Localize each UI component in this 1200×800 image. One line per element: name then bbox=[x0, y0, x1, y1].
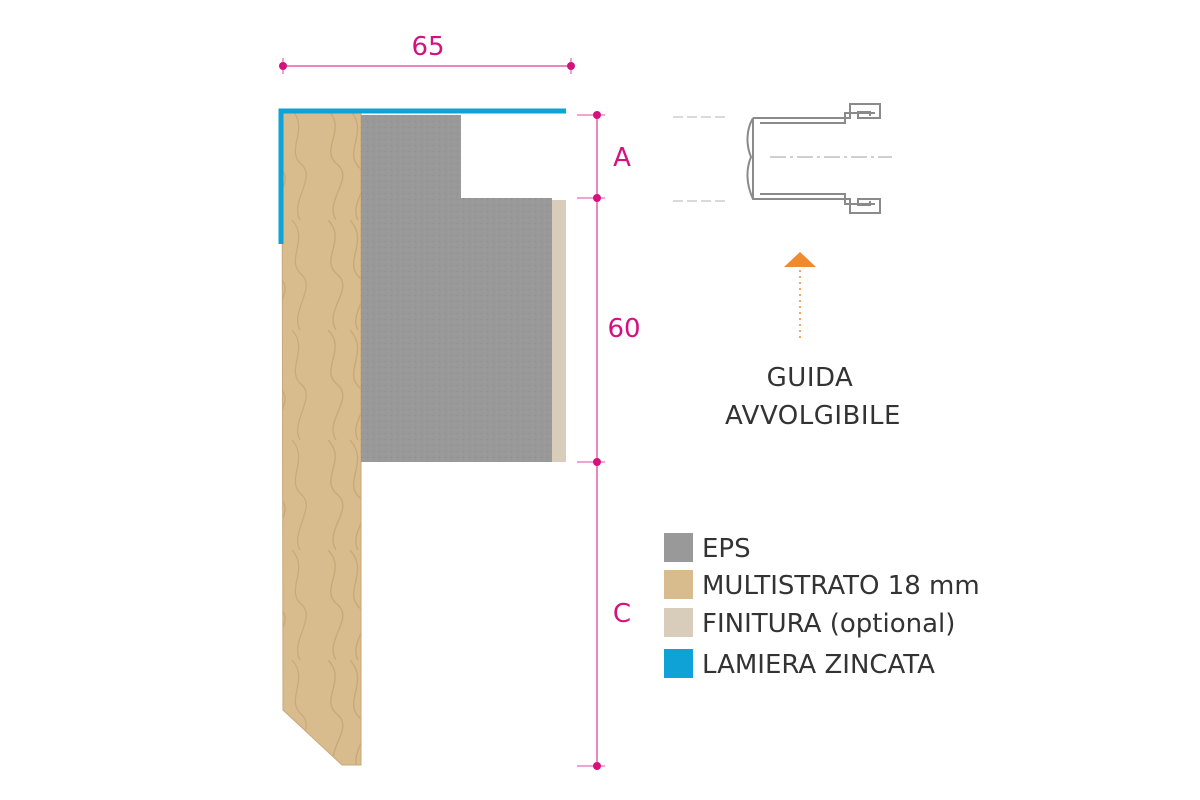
legend-item-lamiera: LAMIERA ZINCATA bbox=[664, 649, 935, 680]
height-dimension: A 60 C bbox=[577, 111, 641, 770]
width-dimension-label: 65 bbox=[411, 32, 444, 62]
guida-profile bbox=[673, 103, 892, 214]
legend-swatch-multistrato bbox=[664, 570, 693, 599]
dimension-60-label: 60 bbox=[607, 314, 640, 344]
legend: EPS MULTISTRATO 18 mm FINITURA (optional… bbox=[664, 533, 980, 680]
legend-label-eps: EPS bbox=[702, 534, 751, 564]
multistrato-panel bbox=[281, 112, 362, 766]
guida-caption-line1: GUIDA bbox=[767, 363, 854, 393]
up-arrow-icon bbox=[784, 252, 816, 342]
dimension-c-label: C bbox=[613, 599, 631, 629]
guida-caption-line2: AVVOLGIBILE bbox=[725, 401, 901, 431]
legend-label-finitura: FINITURA (optional) bbox=[702, 609, 955, 639]
legend-item-finitura: FINITURA (optional) bbox=[664, 608, 955, 639]
legend-item-multistrato: MULTISTRATO 18 mm bbox=[664, 570, 980, 601]
width-dimension: 65 bbox=[279, 32, 575, 74]
legend-swatch-lamiera bbox=[664, 649, 693, 678]
eps-block bbox=[361, 115, 552, 462]
legend-swatch-eps bbox=[664, 533, 693, 562]
finitura-strip bbox=[552, 200, 566, 462]
lamiera-profile bbox=[278, 108, 566, 244]
dimension-a-label: A bbox=[613, 143, 631, 173]
legend-swatch-finitura bbox=[664, 608, 693, 637]
legend-item-eps: EPS bbox=[664, 533, 751, 564]
legend-label-lamiera: LAMIERA ZINCATA bbox=[702, 650, 935, 680]
legend-label-multistrato: MULTISTRATO 18 mm bbox=[702, 571, 980, 601]
